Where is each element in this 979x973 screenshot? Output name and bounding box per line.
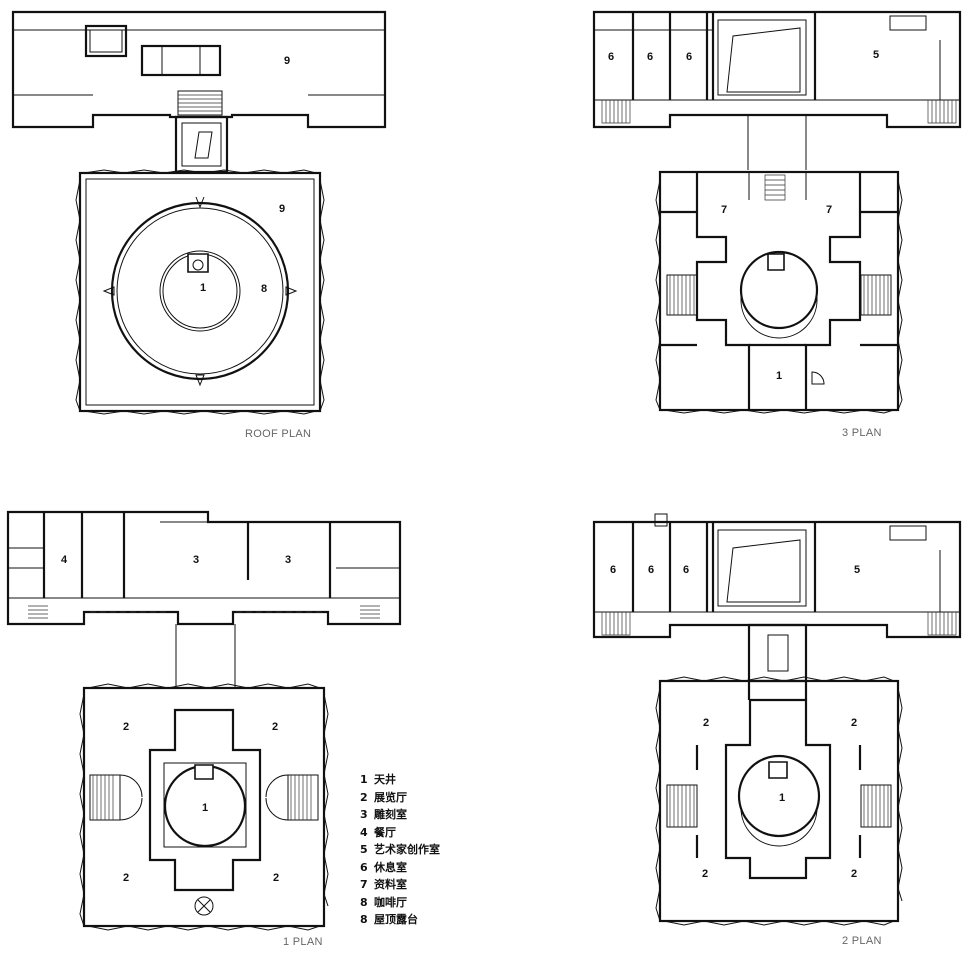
legend-item: 7 资料室: [360, 876, 440, 894]
legend-label: 资料室: [374, 878, 407, 891]
p3-square-block: [658, 170, 900, 412]
legend-number: 8: [360, 895, 368, 909]
p2-atrium: [737, 754, 821, 838]
legend-number: 8: [360, 913, 368, 926]
legend-item: 1 天井: [360, 771, 440, 789]
legend-label: 屋顶露台: [374, 913, 418, 926]
p1-north-wing: [6, 510, 402, 626]
roof-square-block: [78, 171, 322, 413]
p1-room-label: 3: [193, 554, 199, 566]
third-plan-title: 3 PLAN: [842, 427, 882, 439]
room-legend: 1 天井 2 展览厅 3 雕刻室 4 餐厅 5 艺术家创作室 6 休息室 7 资料室 8 咖啡厅…: [360, 771, 440, 929]
p3-room-label: 6: [647, 51, 653, 63]
p3-room-label: 7: [721, 204, 727, 216]
p3-room-label: 7: [826, 204, 832, 216]
p1-central-hall: [148, 708, 262, 892]
third-floor-plan: 6 6 6 5 7 7 1: [592, 10, 962, 414]
legend-item: 8 屋顶露台: [360, 911, 440, 929]
legend-label: 展览厅: [374, 790, 407, 804]
p1-room-label: 2: [123, 872, 129, 884]
p3-room-label: 6: [608, 51, 614, 63]
p3-room-label: 5: [873, 49, 879, 61]
p2-central-hall: [724, 698, 832, 880]
legend-item: 2 展览厅: [360, 789, 440, 807]
p2-room-label: 6: [683, 564, 689, 576]
p2-room-label: 2: [703, 717, 709, 729]
roof-cafe-ring: [110, 201, 290, 381]
p1-room-label: 2: [123, 721, 129, 733]
roof-plan-title: ROOF PLAN: [245, 428, 312, 440]
p1-room-label: 1: [202, 802, 208, 814]
legend-label: 咖啡厅: [374, 895, 407, 909]
legend-item: 3 雕刻室: [360, 806, 440, 824]
second-plan-title: 2 PLAN: [842, 935, 882, 947]
roof-plan: 9 9 1 8: [11, 10, 387, 415]
first-plan-title: 1 PLAN: [283, 936, 323, 948]
p3-room-label: 1: [776, 370, 782, 382]
p3-north-wing: [592, 10, 962, 129]
p2-room-label: 6: [648, 564, 654, 576]
legend-label: 休息室: [374, 860, 407, 874]
p1-entrance-lamp-icon: [194, 896, 214, 916]
second-floor-plan: 6 6 6 5 2 2 1 2 2: [592, 513, 962, 926]
legend-number: 5: [360, 843, 368, 856]
legend-item: 4 餐厅: [360, 824, 440, 842]
roof-room-label: 9: [279, 203, 285, 215]
p2-room-label: 1: [779, 792, 785, 804]
p2-room-label: 5: [854, 564, 860, 576]
legend-label: 雕刻室: [374, 808, 407, 821]
p2-room-label: 6: [610, 564, 616, 576]
legend-item: 8 咖啡厅: [360, 894, 440, 912]
p1-room-label: 2: [273, 872, 279, 884]
legend-number: 6: [360, 860, 368, 874]
p2-room-label: 2: [851, 717, 857, 729]
roof-north-wing: [11, 10, 387, 129]
roof-skylight: [84, 24, 128, 58]
roof-stair: [177, 90, 223, 116]
roof-bridge: [174, 115, 229, 174]
legend-label: 天井: [374, 773, 396, 786]
p1-room-label: 3: [285, 554, 291, 566]
p2-north-wing: [592, 520, 962, 639]
first-floor-plan: 4 3 3 2 2 1 2 2: [6, 510, 402, 931]
p1-square-block: [82, 686, 326, 928]
p2-room-label: 2: [702, 868, 708, 880]
legend-label: 艺术家创作室: [374, 843, 440, 856]
roof-room-label: 9: [284, 55, 290, 67]
p2-bridge: [747, 623, 808, 683]
p1-room-label: 4: [61, 554, 68, 566]
roof-skylight: [140, 44, 222, 77]
p1-room-label: 2: [272, 721, 278, 733]
roof-room-label: 1: [200, 282, 206, 294]
legend-item: 6 休息室: [360, 859, 440, 877]
legend-label: 餐厅: [374, 825, 396, 839]
legend-number: 2: [360, 790, 368, 804]
legend-number: 7: [360, 878, 368, 891]
legend-number: 3: [360, 808, 368, 821]
legend-number: 1: [360, 773, 368, 786]
legend-item: 5 艺术家创作室: [360, 841, 440, 859]
p2-square-block: [658, 679, 900, 923]
p3-room-label: 6: [686, 51, 692, 63]
p2-room-label: 2: [851, 868, 857, 880]
roof-room-label: 8: [261, 283, 267, 295]
legend-number: 4: [360, 825, 368, 839]
